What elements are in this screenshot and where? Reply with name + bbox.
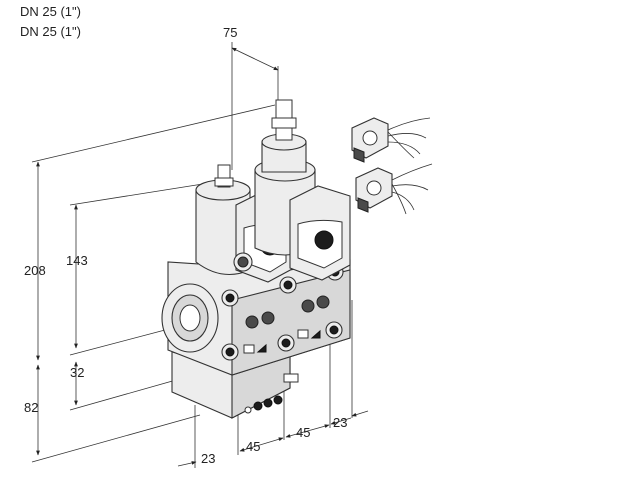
dimension-labels: 75 208 143 32 82 23 45 45 23 (24, 25, 347, 466)
dim-143: 143 (66, 253, 88, 268)
dim-45-right: 45 (296, 425, 310, 440)
dim-82: 82 (24, 400, 38, 415)
dim-23-right: 23 (333, 415, 347, 430)
title-line-1: DN 25 (1") (20, 4, 81, 19)
dim-45-left: 45 (246, 439, 260, 454)
dim-32: 32 (70, 365, 84, 380)
solenoid-coils (195, 99, 351, 283)
cable-plug-bottom (355, 163, 433, 215)
dim-23-bottom: 23 (201, 451, 215, 466)
dim-208: 208 (24, 263, 46, 278)
valve-body (161, 259, 351, 376)
cable-plug-top (351, 117, 431, 163)
cable-plugs (351, 117, 433, 215)
dim-75: 75 (223, 25, 237, 40)
title-line-2: DN 25 (1") (20, 24, 81, 39)
